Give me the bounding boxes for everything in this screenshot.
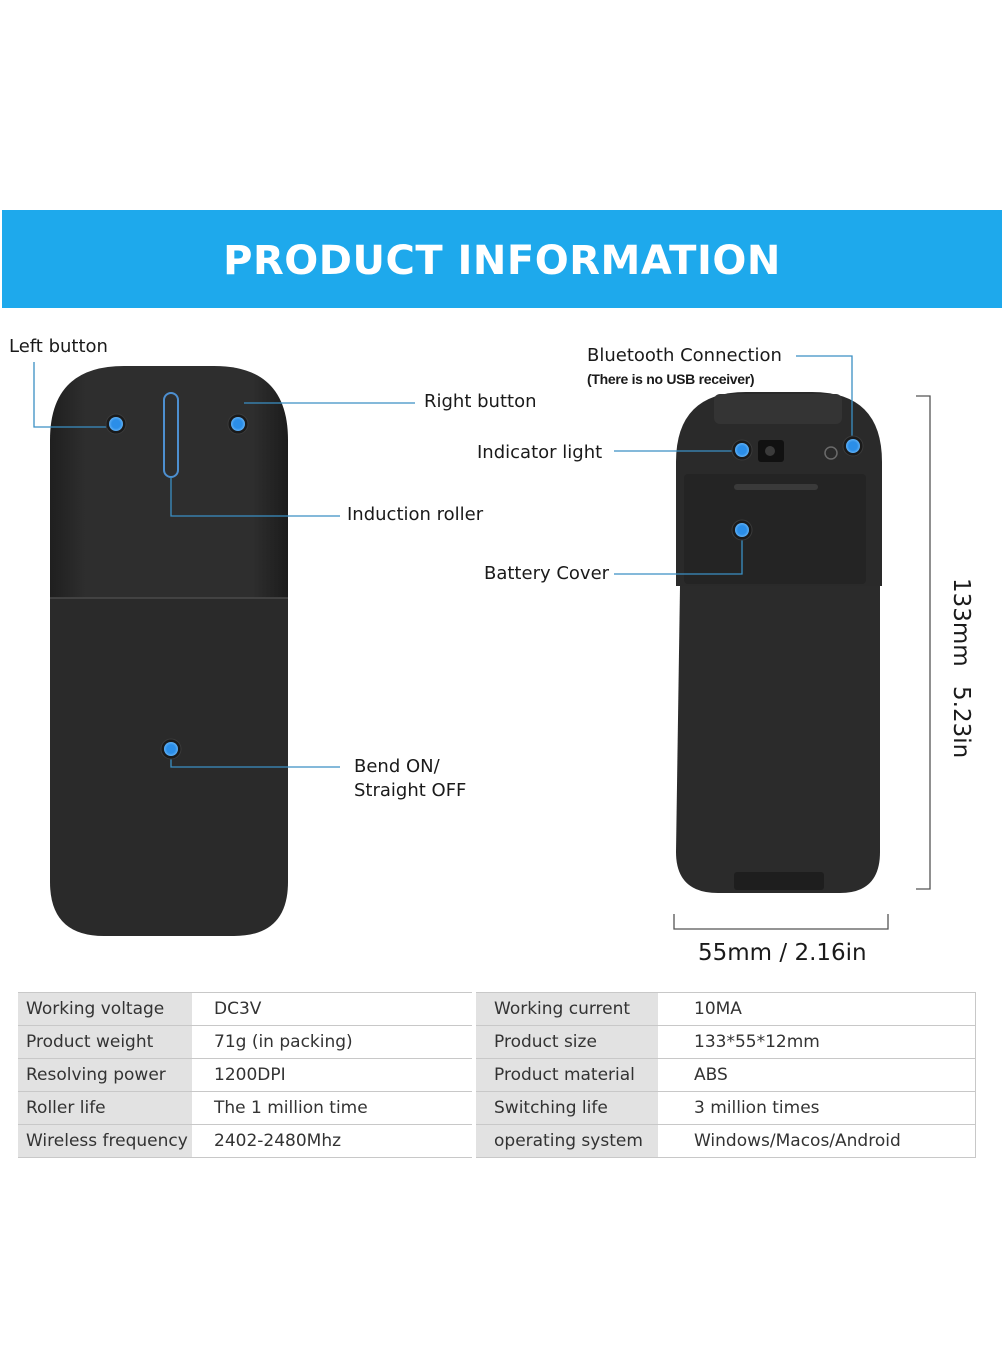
product-info-banner: PRODUCT INFORMATION [2, 210, 1002, 308]
spec-value: ABS [658, 1058, 976, 1092]
spec-label: Product material [472, 1058, 658, 1092]
table-row: Product weight 71g (in packing) Product … [18, 1025, 976, 1059]
spec-label: Product weight [18, 1025, 192, 1059]
banner-title: PRODUCT INFORMATION [223, 238, 781, 284]
dimension-width: 55mm / 2.16in [698, 940, 867, 966]
callout-left-button: Left button [9, 336, 108, 357]
spec-label: operating system [472, 1124, 658, 1158]
callout-straight-off: Straight OFF [354, 780, 467, 801]
table-row: Roller life The 1 million time Switching… [18, 1091, 976, 1125]
dimension-brackets [673, 395, 931, 930]
spec-label: Wireless frequency [18, 1124, 192, 1158]
callout-right-button: Right button [424, 391, 537, 412]
spec-value: The 1 million time [192, 1091, 474, 1125]
spec-value: DC3V [192, 992, 474, 1026]
spec-value: 3 million times [658, 1091, 976, 1125]
front-mouse [50, 366, 288, 936]
specs-table: Working voltage DC3V Working current 10M… [18, 992, 976, 1158]
spec-value: 71g (in packing) [192, 1025, 474, 1059]
spec-value: 2402-2480Mhz [192, 1124, 474, 1158]
callout-bluetooth: Bluetooth Connection [587, 345, 782, 366]
leader-lines [33, 355, 853, 768]
spec-label: Working current [472, 992, 658, 1026]
callout-indicator-light: Indicator light [477, 442, 603, 463]
spec-value: 133*55*12mm [658, 1025, 976, 1059]
spec-value: 1200DPI [192, 1058, 474, 1092]
table-row: Working voltage DC3V Working current 10M… [18, 992, 976, 1026]
callout-bend-on: Bend ON/ [354, 756, 440, 777]
spec-label: Resolving power [18, 1058, 192, 1092]
spec-label: Product size [472, 1025, 658, 1059]
spec-value: Windows/Macos/Android [658, 1124, 976, 1158]
spec-label: Switching life [472, 1091, 658, 1125]
spec-label: Working voltage [18, 992, 192, 1026]
dimension-height-in: 5.23in [948, 686, 974, 759]
back-mouse [676, 392, 882, 893]
spec-label: Roller life [18, 1091, 192, 1125]
callout-induction-roller: Induction roller [347, 504, 484, 525]
spec-value: 10MA [658, 992, 976, 1026]
table-row: Wireless frequency 2402-2480Mhz operatin… [18, 1124, 976, 1158]
callout-no-usb: (There is no USB receiver) [587, 371, 755, 387]
table-row: Resolving power 1200DPI Product material… [18, 1058, 976, 1092]
dimension-height-mm: 133mm [948, 578, 974, 667]
callout-dots [105, 413, 864, 760]
callout-battery-cover: Battery Cover [484, 563, 610, 584]
